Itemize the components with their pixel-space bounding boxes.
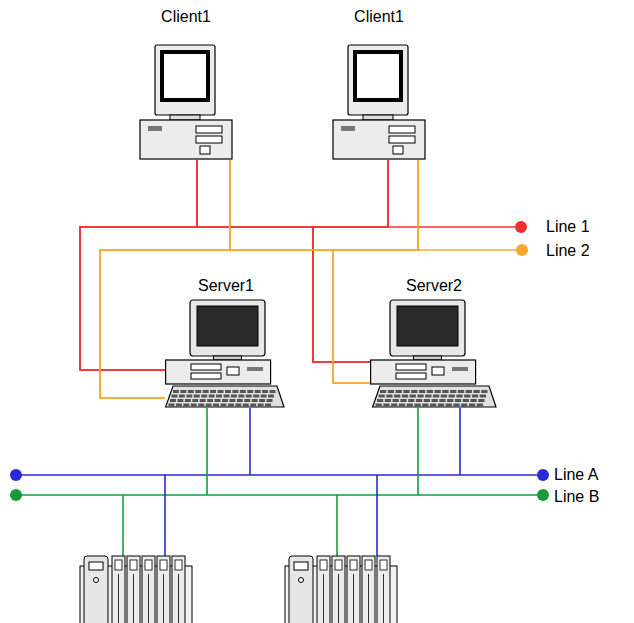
computer-name: Server1 [196, 275, 256, 297]
server-computer: Server2 [370, 275, 498, 408]
bus-line-name: Line A [553, 464, 599, 486]
plc-drop [376, 475, 378, 556]
line1-end-dot [515, 221, 527, 233]
bus-line-name: Line 1 [545, 216, 591, 238]
server-computer: Server1 [165, 275, 287, 408]
plc-drop [164, 475, 166, 556]
plc-rack [285, 556, 397, 623]
line1-bus [388, 226, 515, 228]
plc-racks [80, 556, 397, 623]
computer-icon [138, 28, 234, 160]
bus-line-name: Line 2 [545, 240, 591, 262]
line2-end-dot [516, 244, 528, 256]
server-drop [459, 408, 461, 475]
computer-name: Client1 [159, 6, 213, 28]
bus-line-name: Line B [553, 486, 600, 508]
lineB-end-dot [537, 489, 549, 501]
client-computer-icon [333, 45, 425, 159]
plc-rack [80, 556, 192, 623]
server-drop [249, 408, 251, 475]
network-cable [313, 160, 388, 362]
line2-bus [418, 249, 516, 251]
network-cable [80, 160, 388, 370]
lineB-end-dot [10, 489, 22, 501]
server-drop [417, 408, 419, 495]
computer-name: Client1 [352, 6, 406, 28]
lineA-end-dot [10, 469, 22, 481]
network-cable [80, 160, 197, 370]
lineA-bus [16, 474, 543, 476]
server-computer-icon [371, 300, 496, 407]
network-cable [197, 160, 370, 362]
computer-name: Server2 [404, 275, 464, 297]
computer-icon [165, 297, 287, 408]
server-computer-icon [166, 300, 284, 407]
client-computer: Client1 [138, 6, 234, 160]
lineB-bus [16, 494, 543, 496]
computer-icon [331, 28, 427, 160]
client-computer-icon [140, 45, 232, 159]
server-drop [206, 408, 208, 495]
client-computer: Client1 [331, 6, 427, 160]
plc-drop [122, 495, 124, 556]
computer-icon [370, 297, 498, 408]
lineA-end-dot [537, 469, 549, 481]
plc-drop [336, 495, 338, 556]
